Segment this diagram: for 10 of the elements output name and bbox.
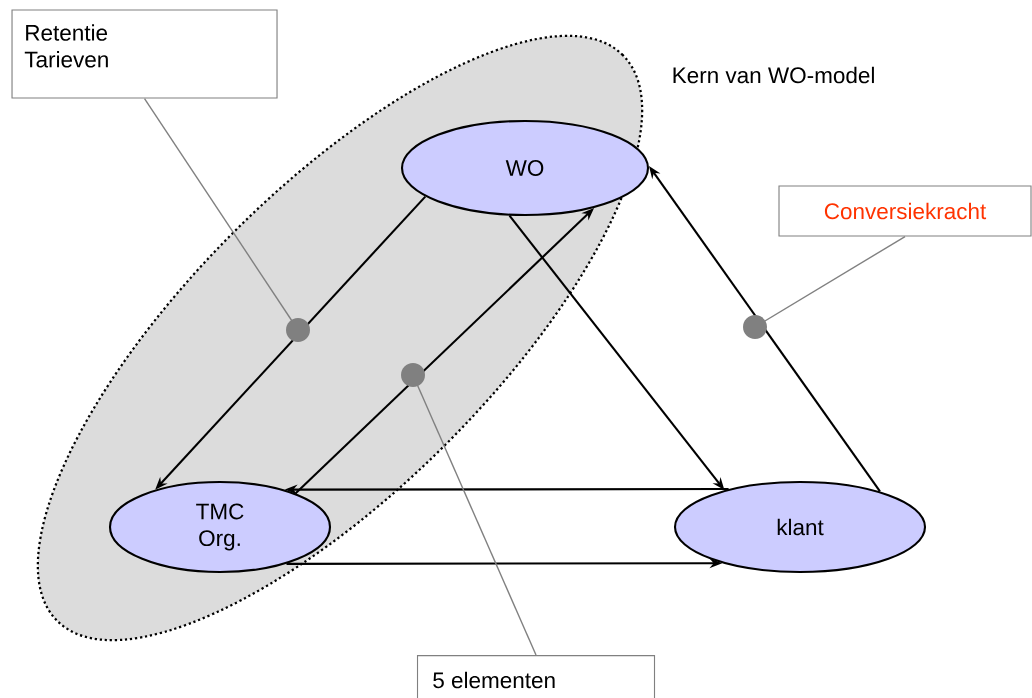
group-label: Kern van WO-model: [673, 66, 874, 84]
ellipse-node: TMC Org.: [108, 480, 332, 574]
ellipse-node: klant: [673, 480, 927, 574]
note-box: 5 elementen: [416, 655, 656, 698]
arrow: [143, 97, 310, 342]
ellipse-node: WO: [400, 119, 650, 217]
note-box: Conversiekracht: [778, 185, 1032, 237]
arrow: [401, 363, 537, 656]
note-box: Retentie Tarieven: [11, 9, 278, 99]
arrow: [743, 235, 906, 339]
